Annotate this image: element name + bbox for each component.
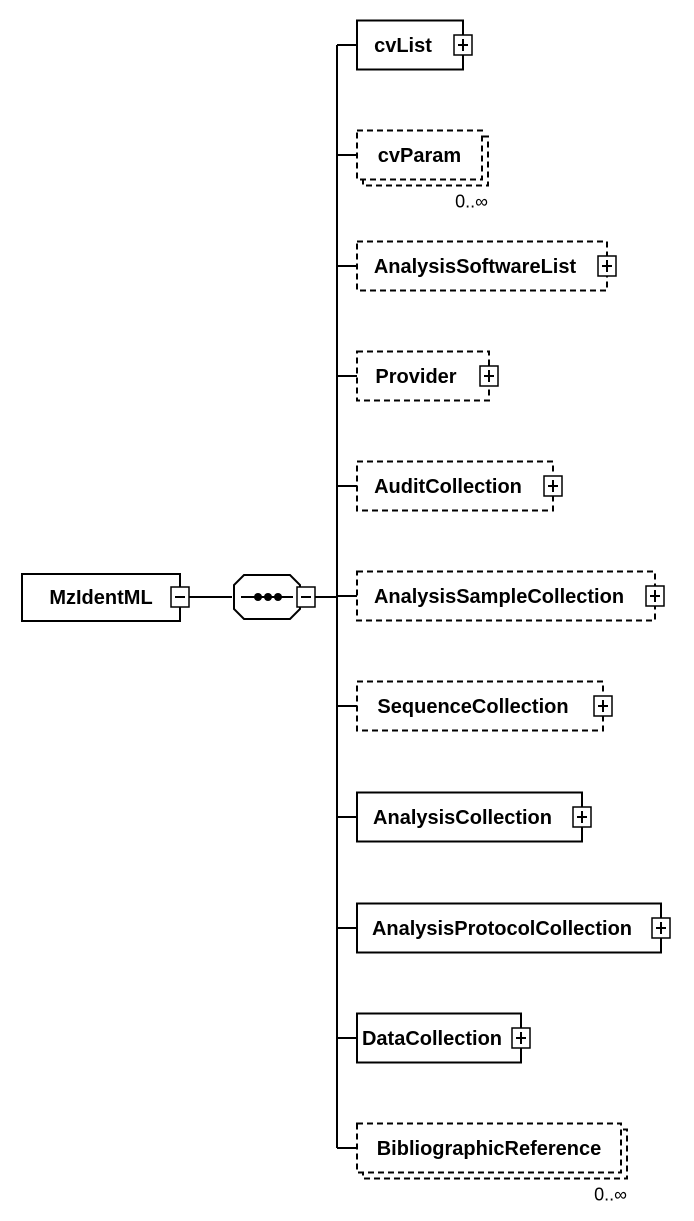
expand-toggle-icon[interactable]	[593, 695, 613, 717]
element-analysis-software-list[interactable]: AnalysisSoftwareList	[337, 240, 617, 292]
expand-toggle-icon[interactable]	[597, 255, 617, 277]
child-elements: cvList cvParam 0..∞ AnalysisSoftwareListPro…	[337, 19, 671, 1205]
expand-toggle-icon[interactable]	[511, 1027, 531, 1049]
element-box	[356, 680, 604, 732]
expand-toggle-icon[interactable]	[645, 585, 665, 607]
element-label: cvParam	[378, 145, 461, 167]
element-label: AnalysisProtocolCollection	[372, 918, 632, 940]
sequence-compositor-icon[interactable]	[233, 574, 301, 620]
element-label: cvList	[374, 35, 432, 57]
root-element[interactable]: MzIdentML	[21, 573, 181, 622]
occurrence-label: 0..∞	[594, 1185, 627, 1205]
expand-toggle-icon[interactable]	[572, 806, 592, 828]
element-provider[interactable]: Provider	[337, 350, 499, 402]
expand-toggle-icon[interactable]	[453, 34, 473, 56]
element-label: AnalysisSampleCollection	[374, 586, 624, 608]
expand-toggle-icon[interactable]	[479, 365, 499, 387]
element-data-collection[interactable]: DataCollection	[337, 1012, 531, 1064]
expand-toggle-icon[interactable]	[651, 917, 671, 939]
element-label: BibliographicReference	[377, 1138, 602, 1160]
element-box	[356, 570, 656, 622]
element-box	[356, 129, 483, 181]
element-analysis-collection[interactable]: AnalysisCollection	[337, 791, 592, 843]
element-cv-list[interactable]: cvList	[337, 19, 473, 71]
element-sequence-collection[interactable]: SequenceCollection	[337, 680, 613, 732]
expand-toggle-icon[interactable]	[543, 475, 563, 497]
element-box	[356, 350, 490, 402]
root-element-label: MzIdentML	[49, 587, 152, 609]
element-box	[356, 902, 662, 954]
element-box	[356, 1122, 622, 1174]
element-label: AnalysisCollection	[373, 807, 552, 829]
element-bibliographic-reference[interactable]: BibliographicReference 0..∞	[337, 1122, 628, 1205]
element-cv-param[interactable]: cvParam 0..∞	[337, 129, 489, 212]
element-audit-collection[interactable]: AuditCollection	[337, 460, 563, 512]
element-label: AuditCollection	[374, 476, 522, 498]
element-box	[356, 19, 464, 71]
element-box	[356, 240, 608, 292]
root-collapse-toggle[interactable]	[170, 586, 190, 608]
element-label: AnalysisSoftwareList	[374, 256, 577, 278]
element-box	[356, 1012, 522, 1064]
element-box	[356, 460, 554, 512]
element-box	[356, 791, 583, 843]
element-analysis-protocol-collection[interactable]: AnalysisProtocolCollection	[337, 902, 671, 954]
element-analysis-sample-collection[interactable]: AnalysisSampleCollection	[337, 570, 665, 622]
element-label: SequenceCollection	[377, 696, 568, 718]
element-label: Provider	[375, 366, 456, 388]
sequence-collapse-toggle[interactable]	[296, 586, 316, 608]
occurrence-label: 0..∞	[455, 192, 488, 212]
element-label: DataCollection	[362, 1028, 502, 1050]
